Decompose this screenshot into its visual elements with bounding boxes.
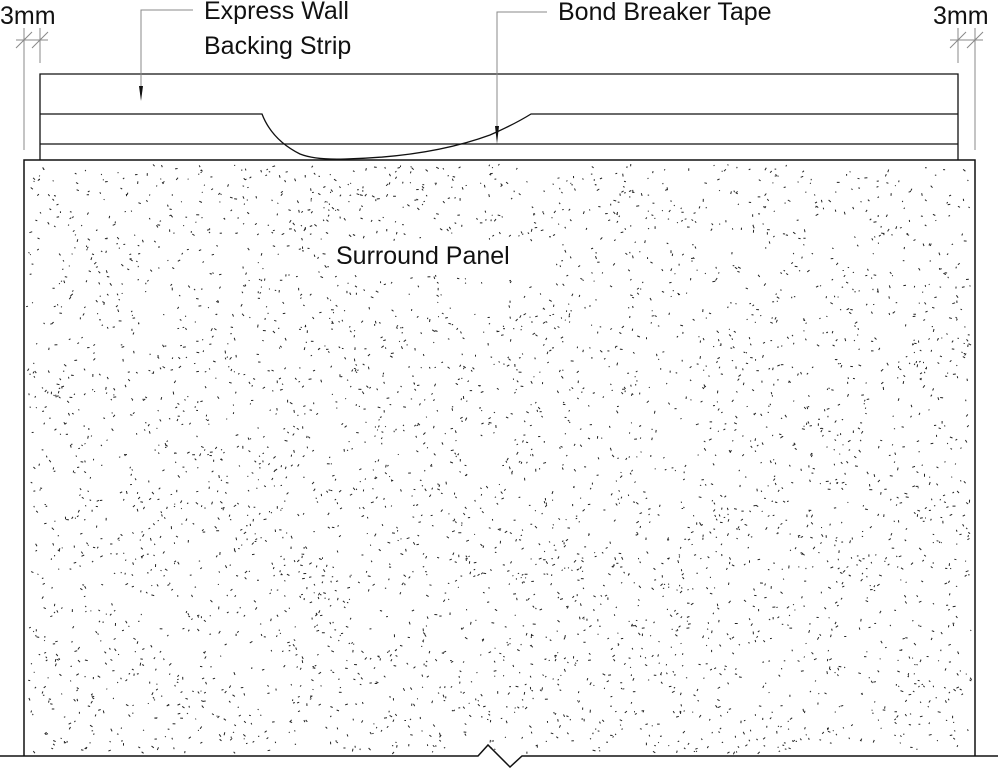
break-line	[0, 743, 998, 768]
left-dimension-label: 3mm	[0, 2, 56, 30]
bond-breaker-label: Bond Breaker Tape	[558, 0, 772, 26]
express-wall-label-line1: Express Wall	[204, 0, 349, 25]
speckle-dots	[25, 163, 973, 755]
express-wall-label-line2: Backing Strip	[204, 32, 352, 60]
express-arrow-icon	[139, 86, 143, 101]
backing-strip-outline	[39, 73, 959, 160]
left-dimension	[15, 28, 49, 150]
surround-panel-label: Surround Panel	[336, 242, 510, 270]
right-dimension	[949, 28, 984, 150]
surround-panel-outline	[23, 159, 976, 756]
concrete-hatch	[25, 163, 973, 755]
right-dimension-label: 3mm	[933, 2, 989, 30]
bond-breaker-tape-profile	[40, 113, 958, 160]
express-leader-line	[140, 9, 193, 92]
bond-leader-line	[496, 11, 547, 128]
bond-arrow-icon	[495, 126, 499, 144]
